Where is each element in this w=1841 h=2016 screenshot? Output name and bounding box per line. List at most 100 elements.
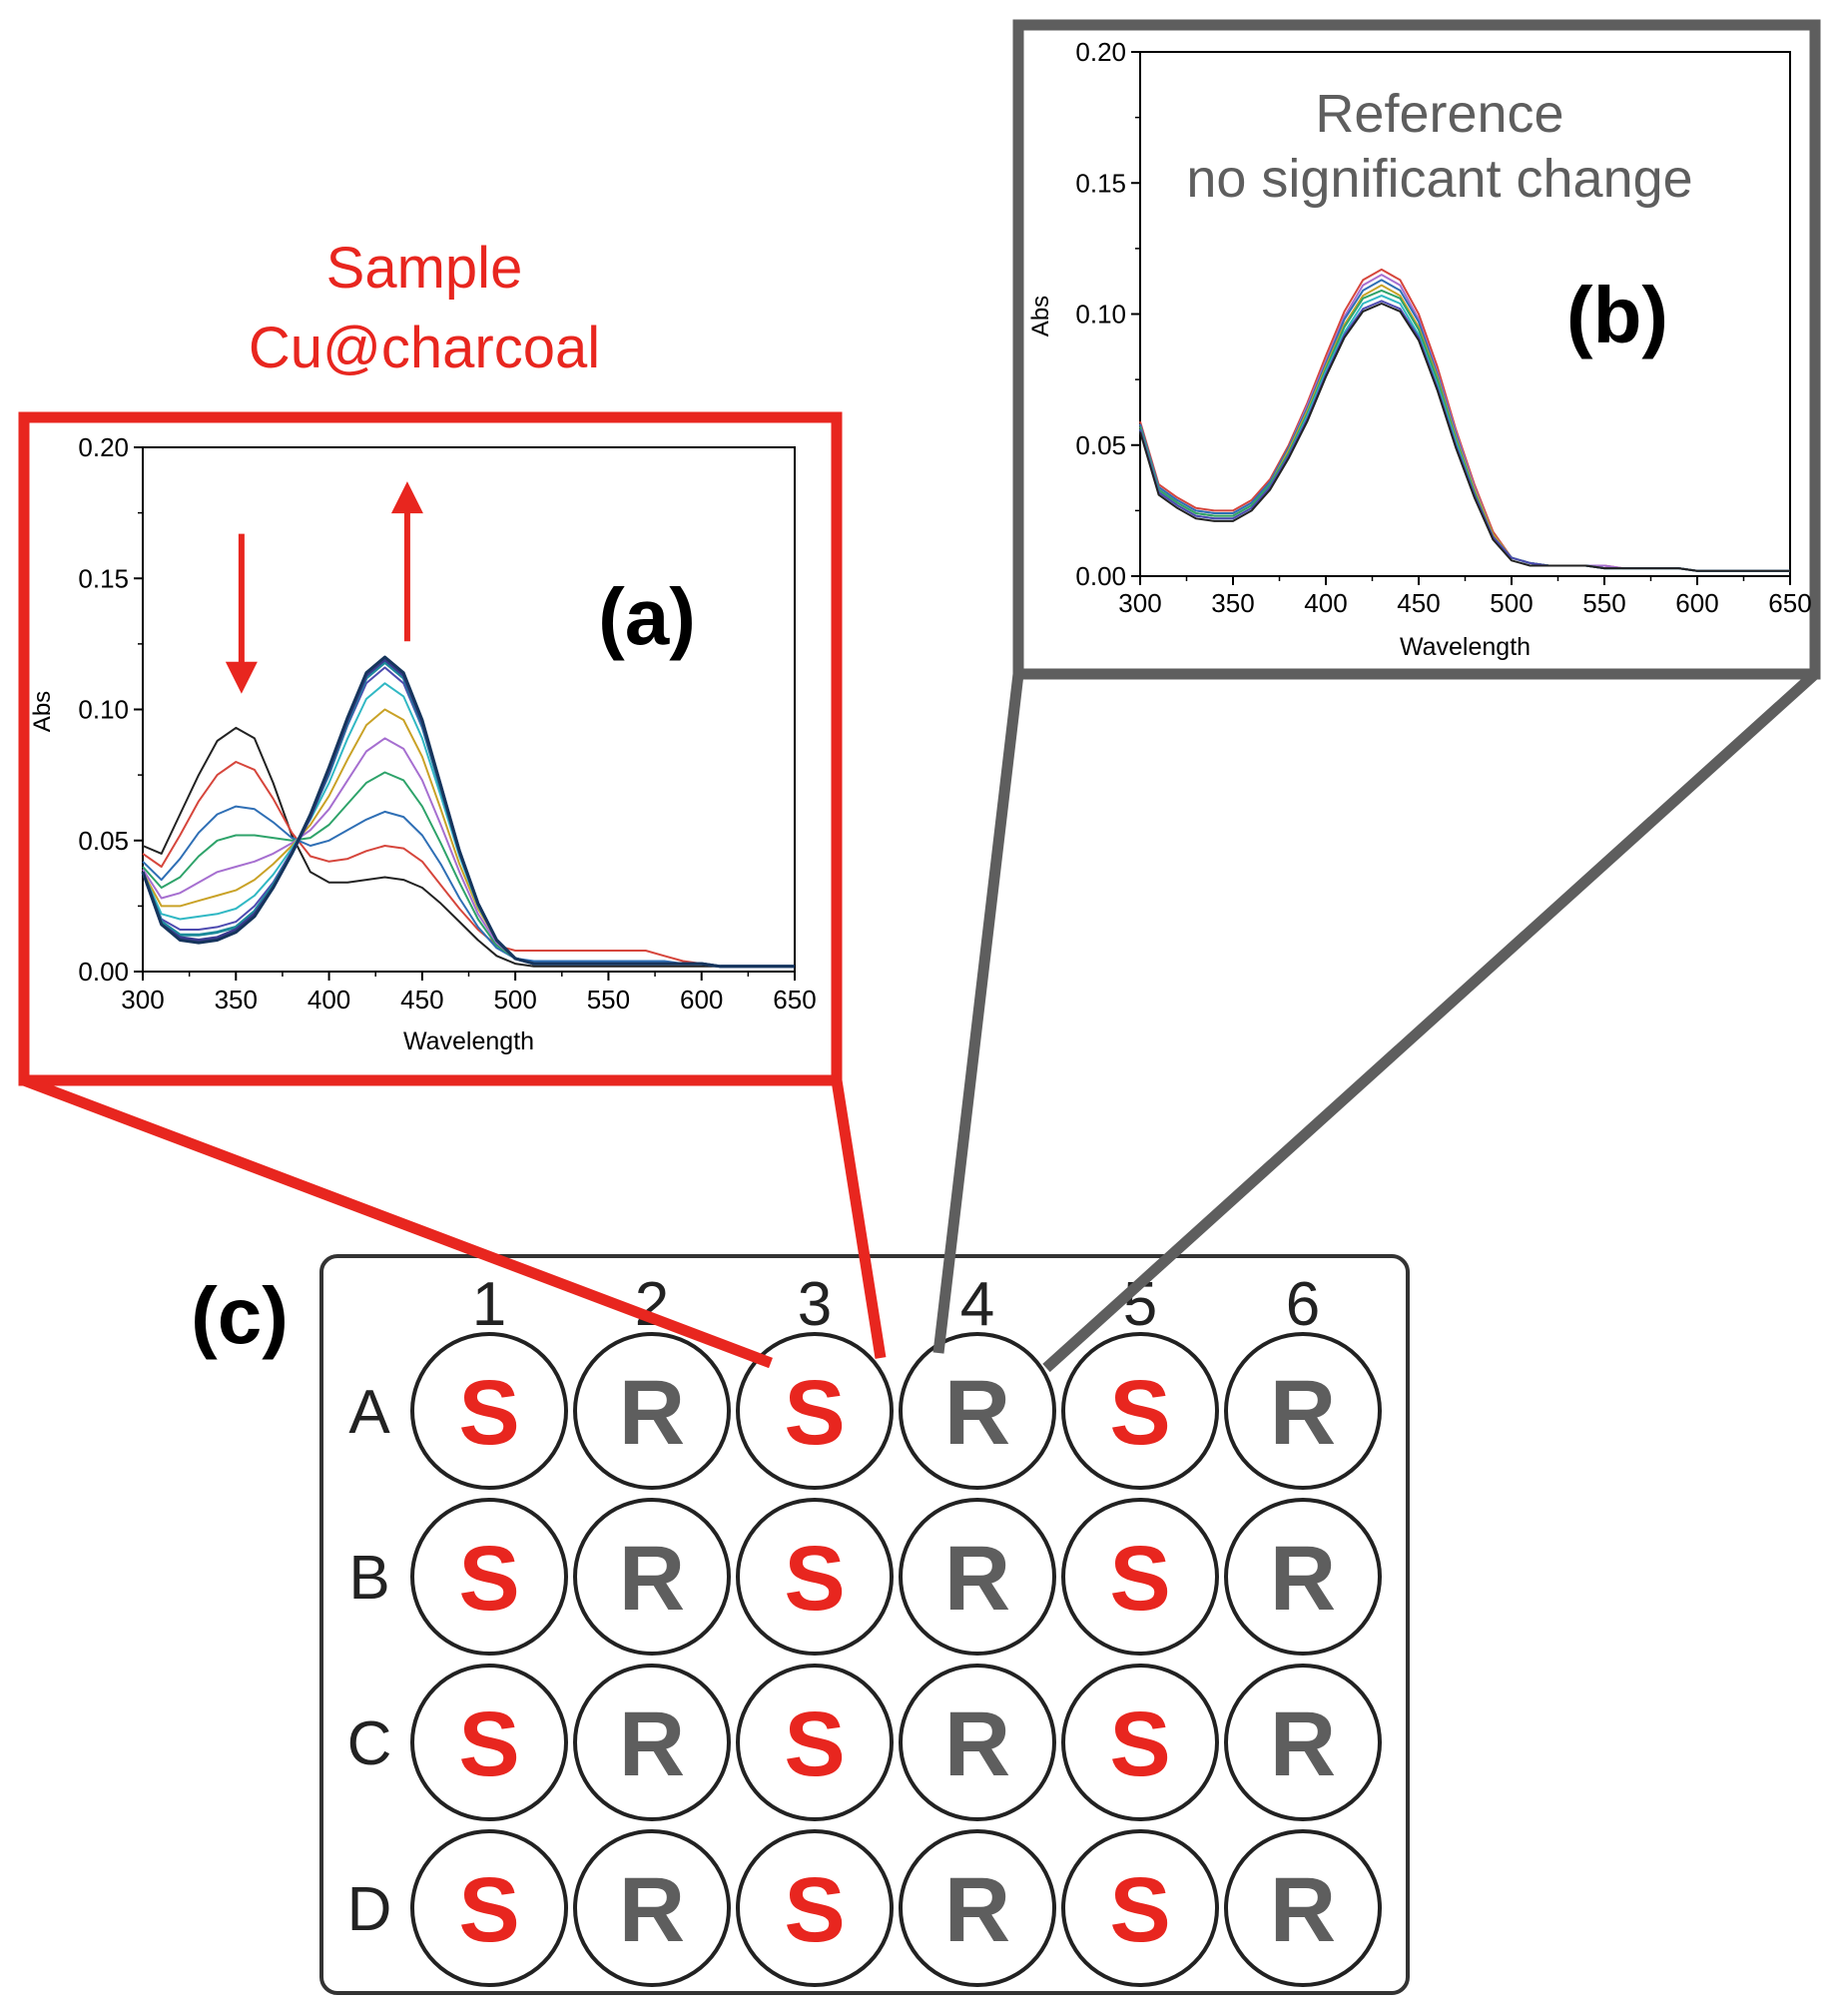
plate-column-label: 6: [1286, 1270, 1320, 1339]
x-axis-label: Wavelength: [1400, 633, 1531, 661]
plate-column-label: 1: [472, 1270, 506, 1339]
series-line-b-8: [1139, 303, 1790, 572]
x-tick-label: 400: [307, 985, 350, 1014]
series-line-b-5: [1139, 289, 1790, 572]
well-label-reference: R: [1270, 1528, 1336, 1630]
well-label-sample: S: [784, 1528, 845, 1630]
well: [573, 1332, 731, 1490]
reference-heading-line1: Reference: [1315, 84, 1563, 144]
x-tick-label: 500: [493, 985, 536, 1014]
well-label-reference: R: [619, 1693, 685, 1795]
well-label-reference: R: [619, 1362, 685, 1464]
x-tick-label: 500: [1490, 588, 1533, 618]
plate-column-label: 2: [635, 1270, 669, 1339]
x-tick-label: 650: [773, 985, 816, 1014]
connector-b-right: [1042, 669, 1819, 1373]
well-label-sample: S: [1109, 1693, 1170, 1795]
annotation-arrow-head: [225, 661, 258, 694]
x-tick-label: 550: [587, 985, 630, 1014]
well: [410, 1829, 568, 1987]
series-line-b-2: [1139, 274, 1790, 572]
well-label-reference: R: [1270, 1859, 1336, 1961]
y-tick-label: 0.20: [1075, 37, 1126, 67]
y-tick-label: 0.10: [78, 695, 129, 725]
x-tick-label: 650: [1768, 588, 1811, 618]
well-label-sample: S: [1109, 1528, 1170, 1630]
y-tick-label: 0.05: [78, 826, 129, 856]
well: [1061, 1829, 1219, 1987]
panel-a-frame: [18, 411, 843, 1086]
well: [410, 1498, 568, 1656]
well: [1061, 1664, 1219, 1821]
annotation-arrow-head: [390, 481, 423, 514]
y-tick-label: 0.15: [1075, 168, 1126, 198]
panel-b-frame: [1012, 19, 1821, 680]
x-tick-label: 350: [215, 985, 258, 1014]
x-tick-label: 450: [1397, 588, 1440, 618]
well-label-reference: R: [944, 1859, 1010, 1961]
series-line-a-9: [141, 660, 795, 969]
connector-a-right: [831, 1079, 887, 1359]
connector-a-left: [22, 1074, 773, 1369]
x-axis-label: Wavelength: [403, 1027, 534, 1055]
well: [573, 1664, 731, 1821]
well-label-reference: R: [619, 1859, 685, 1961]
well-label-sample: S: [1109, 1859, 1170, 1961]
well: [1224, 1332, 1382, 1490]
well-label-reference: R: [944, 1362, 1010, 1464]
well: [410, 1664, 568, 1821]
well: [573, 1829, 731, 1987]
x-tick-label: 300: [1118, 588, 1161, 618]
panel-label-a: (a): [598, 572, 696, 661]
series-line-b-7: [1139, 300, 1790, 572]
plate-row-label: B: [348, 1544, 389, 1613]
y-tick-label: 0.00: [78, 957, 129, 987]
well: [736, 1829, 894, 1987]
plate-row-label: A: [348, 1378, 390, 1447]
well: [573, 1498, 731, 1656]
well: [1224, 1829, 1382, 1987]
series-line-a-11: [141, 655, 795, 969]
well: [736, 1332, 894, 1490]
series-line-a-4: [142, 771, 795, 968]
well: [736, 1664, 894, 1821]
reference-heading-line2: no significant change: [1186, 149, 1692, 209]
x-tick-label: 450: [400, 985, 443, 1014]
x-tick-label: 550: [1582, 588, 1625, 618]
well: [1224, 1664, 1382, 1821]
well-label-sample: S: [458, 1693, 519, 1795]
plate-column-label: 3: [798, 1270, 832, 1339]
well: [1061, 1332, 1219, 1490]
x-tick-label: 400: [1304, 588, 1347, 618]
well-label-reference: R: [944, 1693, 1010, 1795]
panel-label-c: (c): [191, 1271, 289, 1360]
well: [899, 1498, 1056, 1656]
x-tick-label: 600: [680, 985, 723, 1014]
well-label-reference: R: [619, 1528, 685, 1630]
well-label-reference: R: [1270, 1362, 1336, 1464]
well-label-sample: S: [1109, 1362, 1170, 1464]
series-line-b-3: [1139, 279, 1790, 572]
x-tick-label: 600: [1675, 588, 1718, 618]
y-tick-label: 0.10: [1075, 300, 1126, 330]
y-axis-label: Abs: [29, 691, 56, 732]
well: [899, 1664, 1056, 1821]
y-tick-label: 0.15: [78, 563, 129, 593]
well-label-sample: S: [784, 1693, 845, 1795]
series-line-a-2: [142, 761, 795, 968]
well-label-sample: S: [458, 1859, 519, 1961]
series-line-a-1: [142, 726, 795, 968]
well-label-reference: R: [944, 1528, 1010, 1630]
plate-row-label: C: [347, 1709, 392, 1778]
well-label-sample: S: [784, 1362, 845, 1464]
series-line-b-6: [1139, 295, 1790, 572]
panel-label-b: (b): [1566, 271, 1668, 359]
series-line-b-4: [1139, 284, 1790, 572]
well-label-sample: S: [458, 1362, 519, 1464]
y-tick-label: 0.20: [78, 432, 129, 462]
sample-heading-line2: Cu@charcoal: [249, 316, 600, 380]
